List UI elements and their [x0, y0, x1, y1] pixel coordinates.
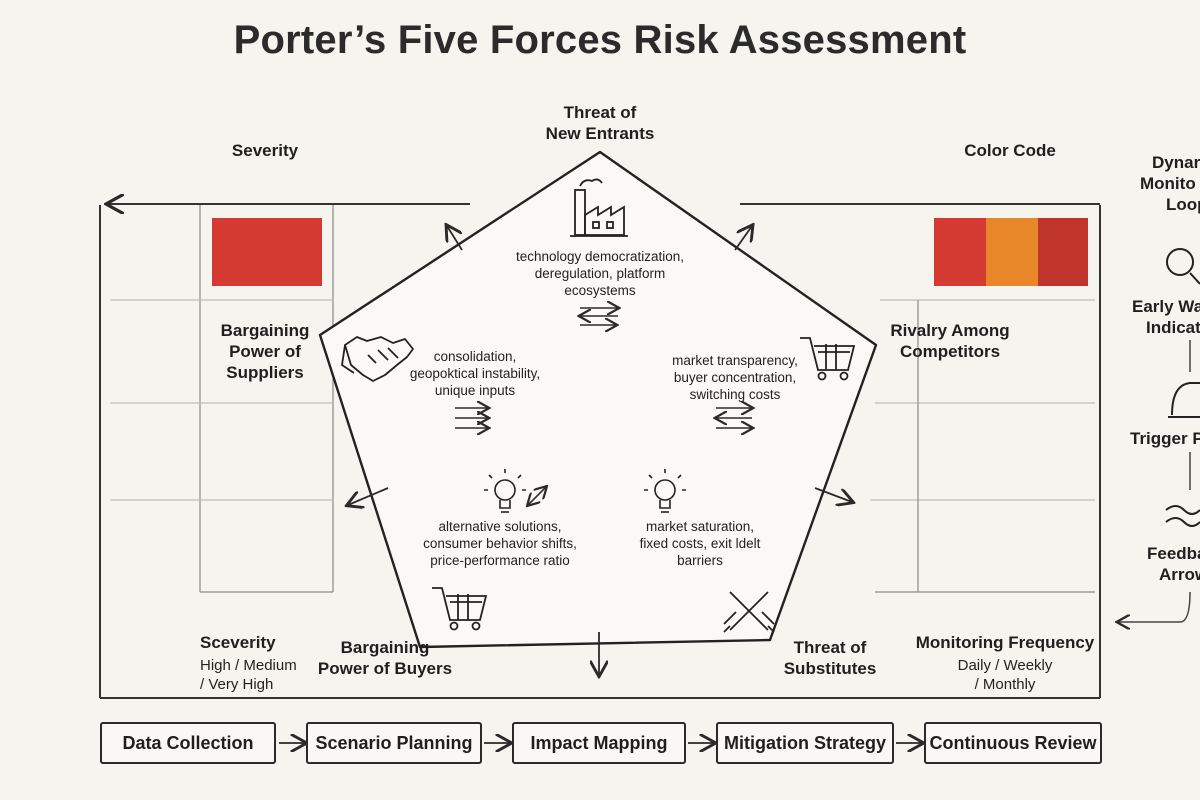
force-new-entrants-label: Threat of New Entrants: [545, 103, 655, 143]
alarm-bell-icon: [1168, 382, 1200, 418]
step-scenario-planning: Scenario Planning: [306, 722, 482, 764]
step-continuous-review: Continuous Review: [924, 722, 1102, 764]
step-data-collection: Data Collection: [100, 722, 276, 764]
magnifier-icon: [1166, 248, 1200, 285]
crossed-swords-icon: [723, 591, 775, 633]
force-suppliers-factors: consolidation, geopoktical instability, …: [409, 349, 541, 398]
force-arrows: [348, 226, 852, 675]
step-impact-mapping: Impact Mapping: [512, 722, 686, 764]
five-forces-pentagon: [318, 150, 878, 649]
factory-icon: [570, 178, 628, 237]
lightbulb-icon: [484, 469, 526, 513]
page-title: Porter’s Five Forces Risk Assessment: [233, 18, 967, 62]
loop-connectors: [1118, 340, 1191, 622]
outer-frame: [99, 204, 1101, 699]
force-rivalry-factors: market transparency, buyer concentration…: [672, 353, 798, 402]
force-buyers-factors: alternative solutions, consumer behavior…: [423, 519, 577, 568]
right-color-grid: [870, 299, 1095, 593]
feedback-arrow-label: Feedba Arrow: [1147, 544, 1200, 584]
left-severity-grid: [110, 205, 334, 593]
shopping-cart-icon: [432, 587, 488, 631]
color-code-orange: [986, 218, 1038, 286]
severity-swatch: [212, 218, 322, 286]
wave-icon: [1165, 505, 1200, 527]
shopping-cart-icon: [800, 337, 856, 381]
force-new-entrants-factors: technology democratization, deregulation…: [515, 249, 685, 298]
lightbulb-icon: [644, 469, 686, 513]
color-code-header: Color Code: [964, 141, 1056, 160]
force-substitutes-factors: market saturation, fixed costs, exit lde…: [639, 519, 761, 568]
force-suppliers-label: Bargaining Power of Suppliers: [220, 321, 310, 382]
handshake-icon: [341, 336, 414, 382]
color-code-red: [934, 218, 986, 286]
force-substitutes-label: Threat of Substitutes: [783, 638, 877, 678]
severity-levels: Sceverity High / Medium / Very High: [200, 633, 297, 693]
trigger-point-label: Trigger P: [1130, 429, 1200, 448]
step-mitigation-strategy: Mitigation Strategy: [716, 722, 894, 764]
early-warning-indicator-label: Early Wa Indicat: [1132, 297, 1200, 337]
force-rivalry-label: Rivalry Among Competitors: [890, 321, 1010, 361]
color-code-darkred: [1038, 218, 1088, 286]
force-buyers-label: Bargaining Power of Buyers: [317, 638, 453, 678]
dynamic-monitoring-loop-title: Dynar Monito Loop: [1140, 153, 1200, 214]
severity-header: Severity: [231, 141, 299, 160]
monitoring-frequency: Monitoring Frequency Daily / Weekly / Mo…: [915, 633, 1095, 693]
double-arrows: [455, 308, 752, 505]
